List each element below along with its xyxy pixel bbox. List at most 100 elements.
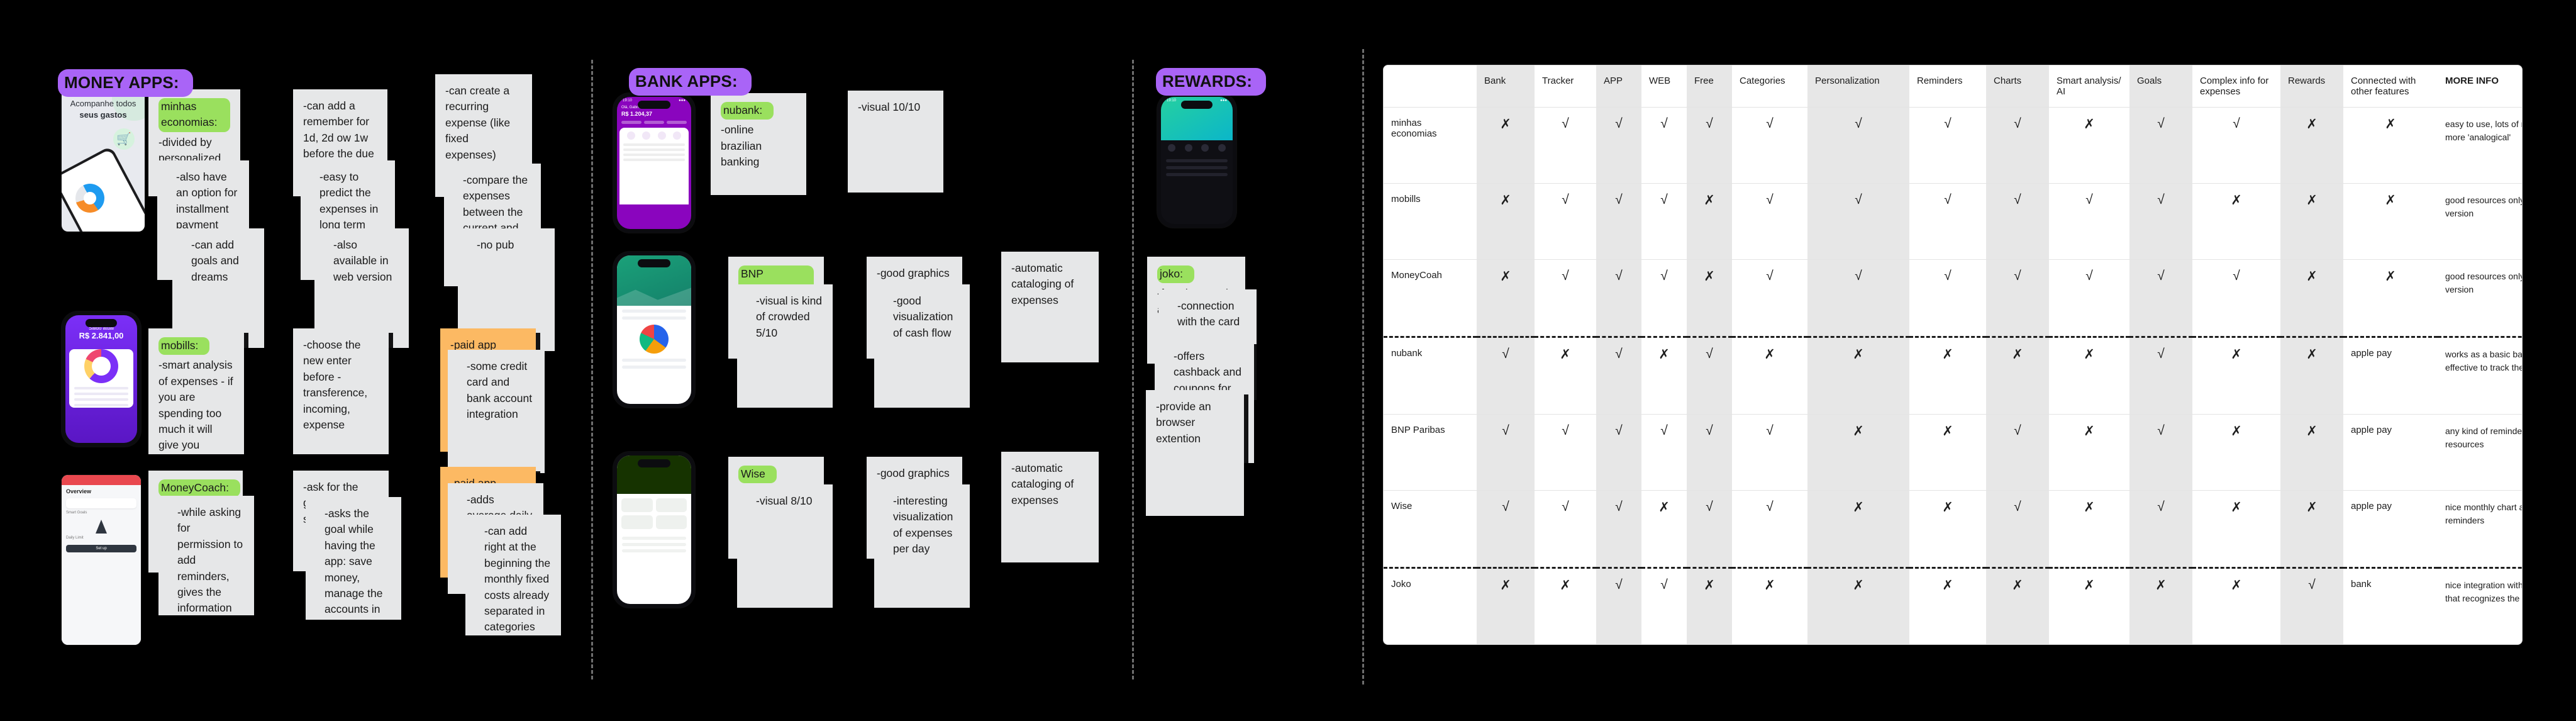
more-info-cell: any kind of reminders but good resources xyxy=(2438,414,2522,491)
cross-icon: ✗ xyxy=(2192,337,2280,415)
check-icon: √ xyxy=(1986,183,2049,260)
note-joko-browser-extension[interactable]: -provide an browser extention xyxy=(1146,390,1244,516)
cross-icon: ✗ xyxy=(2231,578,2242,593)
check-icon: √ xyxy=(1615,577,1623,592)
row-label: BNP Paribas xyxy=(1384,414,1477,491)
cross-icon: ✗ xyxy=(2192,414,2280,491)
check-icon: √ xyxy=(1732,183,1807,260)
phone-mockup-joko: 19:10●●● xyxy=(1157,93,1236,228)
cross-icon: ✗ xyxy=(2280,259,2343,338)
status-bar: 19:10●●● xyxy=(623,99,686,103)
table-row[interactable]: MoneyCoah✗√√√✗√√√√√√√✗✗good resources on… xyxy=(1384,259,2522,338)
nubank-greeting: Olá, Gabriela xyxy=(621,106,644,109)
phone-mockup-mobills: Saldo atual R$ 2.841,00 xyxy=(62,311,141,447)
note-body: -can add goals and dreams xyxy=(191,238,239,283)
column-header-smart-analysis-ai: Smart analysis/ AI xyxy=(2049,65,2129,108)
check-icon: √ xyxy=(1732,107,1807,184)
cross-icon: ✗ xyxy=(1942,578,1953,593)
note-mobills[interactable]: mobills: -smart analysis of expenses - i… xyxy=(148,328,244,454)
cross-icon: ✗ xyxy=(2280,183,2343,260)
divider-rewards-table xyxy=(1362,49,1364,685)
check-icon: √ xyxy=(2129,337,2192,415)
note-wise-expenses-per-day[interactable]: -interesting visualization of expenses p… xyxy=(874,484,970,608)
check-icon: √ xyxy=(1732,259,1807,338)
moneycoach-subtitle: Smart Goals xyxy=(66,511,87,515)
note-nubank-visual[interactable]: -visual 10/10 xyxy=(848,91,943,193)
cross-icon: ✗ xyxy=(1807,414,1909,491)
check-icon: √ xyxy=(1535,490,1596,569)
check-icon: √ xyxy=(1596,414,1641,491)
row-label: MoneyCoah xyxy=(1384,259,1477,338)
note-body: -no pub xyxy=(477,238,514,251)
check-icon: √ xyxy=(1596,107,1641,184)
divider-bank-rewards xyxy=(1132,60,1134,679)
section-title-rewards: REWARDS: xyxy=(1156,68,1267,96)
more-info-cell: nice integration with the bank, that rec… xyxy=(2445,579,2522,603)
check-icon: √ xyxy=(1477,337,1535,415)
divider-money-bank xyxy=(591,60,593,679)
cross-icon: ✗ xyxy=(2343,183,2438,260)
note-card-bank-integration[interactable]: -some credit card and bank account integ… xyxy=(448,350,545,473)
cross-icon: ✗ xyxy=(2192,183,2280,260)
note-bnp-visual[interactable]: -visual is kind of crowded 5/10 xyxy=(737,284,833,408)
column-header-reminders: Reminders xyxy=(1909,65,1986,108)
moneycoach-cta-button[interactable]: Set up xyxy=(66,545,136,552)
note-goals-dreams[interactable]: -can add goals and dreams xyxy=(172,228,264,348)
check-icon: √ xyxy=(1641,259,1687,338)
note-bnp-cash-flow[interactable]: -good visualization of cash flow xyxy=(874,284,970,408)
check-icon: √ xyxy=(1687,490,1732,569)
moneycoach-topbar xyxy=(62,475,141,485)
note-body: -interesting visualization of expenses p… xyxy=(893,495,953,556)
wise-tiles xyxy=(617,494,691,534)
check-icon: √ xyxy=(2129,107,2192,184)
cross-icon: ✗ xyxy=(1986,337,2049,415)
table-row[interactable]: minhas economias✗√√√√√√√√✗√√✗✗easy to us… xyxy=(1384,107,2522,184)
phone-notch xyxy=(638,459,670,467)
check-icon: √ xyxy=(2049,183,2129,260)
note-web-version[interactable]: -also available in web version xyxy=(314,228,409,348)
check-icon: √ xyxy=(1535,259,1596,338)
column-header-app: APP xyxy=(1596,65,1641,108)
check-icon: √ xyxy=(1986,259,2049,338)
note-choose-new-enter[interactable]: -choose the new enter before - transfere… xyxy=(293,328,389,454)
note-monthly-fixed-costs[interactable]: -can add right at the beginning the mont… xyxy=(465,515,561,635)
section-title-money-apps: MONEY APPS: xyxy=(58,69,193,97)
mobills-donut-chart xyxy=(84,349,118,383)
note-wise-auto-cataloging[interactable]: -automatic cataloging of expenses xyxy=(1001,452,1099,562)
check-icon: √ xyxy=(2129,259,2192,338)
nubank-account-card xyxy=(619,128,689,204)
moneycoach-box-label: Daily Limit xyxy=(66,536,84,540)
column-header-rewards: Rewards xyxy=(2280,65,2343,108)
note-bnp-auto-cataloging[interactable]: -automatic cataloging of expenses xyxy=(1001,252,1099,362)
check-icon: √ xyxy=(2129,490,2192,569)
note-nubank[interactable]: nubank: -online brazilian banking xyxy=(711,93,806,195)
note-wise-visual[interactable]: -visual 8/10 xyxy=(737,484,833,608)
check-icon: √ xyxy=(1687,107,1732,184)
cross-icon: ✗ xyxy=(2192,490,2280,569)
cross-icon: ✗ xyxy=(2084,578,2095,593)
note-permission-reminders[interactable]: -while asking for permission to add remi… xyxy=(158,496,254,615)
note-body: -good graphics xyxy=(877,267,950,279)
note-asks-goal-app[interactable]: -asks the goal while having the app: sav… xyxy=(306,497,401,620)
check-icon: √ xyxy=(1596,490,1641,569)
column-header-free: Free xyxy=(1687,65,1732,108)
row-label: mobills xyxy=(1384,183,1477,260)
cell-value: bank xyxy=(2351,578,2372,590)
phone-notch xyxy=(1180,101,1213,109)
column-header-goals: Goals xyxy=(2129,65,2192,108)
bnp-pie-chart xyxy=(640,325,669,354)
section-title-bank-apps: BANK APPS: xyxy=(629,68,752,96)
note-body: -visual 10/10 xyxy=(858,101,921,113)
promo-device-mock xyxy=(62,145,145,232)
phone-mockup-wise xyxy=(613,452,695,608)
table-row[interactable]: mobills✗√√√✗√√√√√√✗✗✗good resources only… xyxy=(1384,183,2522,260)
